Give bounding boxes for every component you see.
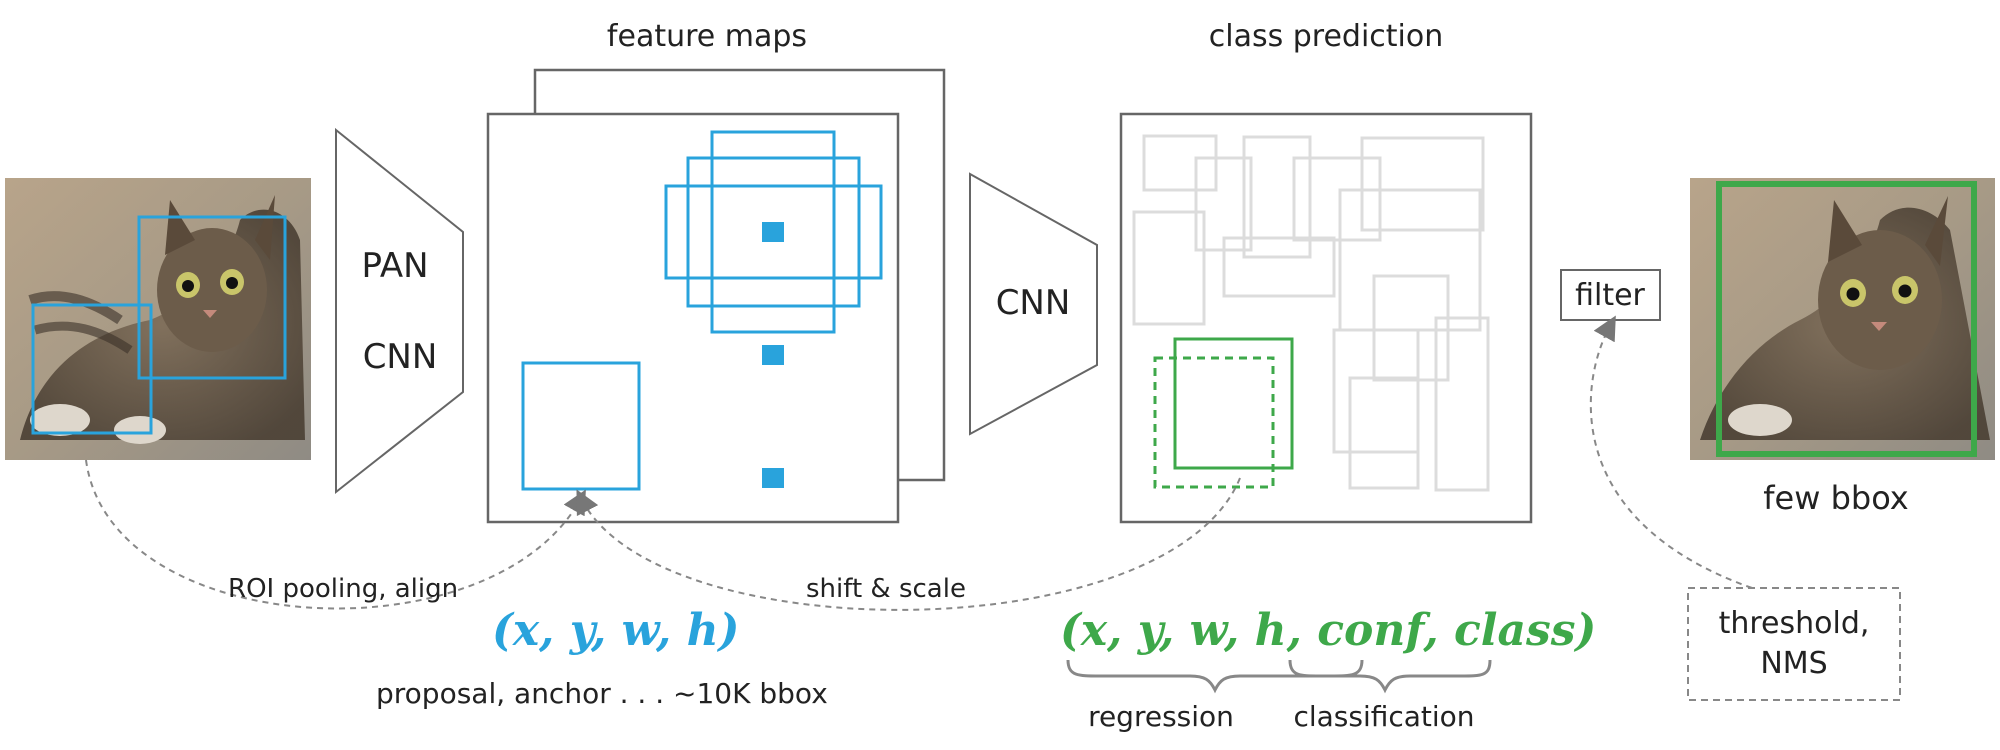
blue-formula: (x, y, w, h) — [492, 605, 739, 656]
cnn-mid-block — [969, 172, 1098, 436]
input-cat-image — [5, 178, 311, 460]
pan-label: PAN — [361, 246, 428, 286]
threshold-label: threshold, — [1719, 606, 1870, 641]
feature-map-front — [486, 112, 900, 524]
regression-label: regression — [1088, 700, 1234, 733]
classification-brace — [1288, 659, 1492, 694]
nms-label: NMS — [1760, 646, 1827, 681]
candidate-boxes — [1132, 134, 1490, 492]
filter-box — [1560, 269, 1661, 321]
shift-scale-arrow — [576, 477, 1241, 611]
cnn-left-label: CNN — [363, 337, 438, 377]
class-prediction-title: class prediction — [1209, 19, 1444, 54]
output-cat-image — [1690, 178, 1995, 460]
cnn-mid-label: CNN — [996, 283, 1071, 323]
threshold-nms-box — [1687, 587, 1901, 701]
feature-maps-title: feature maps — [607, 19, 807, 54]
filter-label: filter — [1575, 278, 1645, 313]
input-paw-bbox — [31, 303, 153, 435]
filter-arrow — [1589, 315, 1753, 589]
predicted-bbox — [1173, 337, 1294, 470]
few-bbox-label: few bbox — [1763, 479, 1908, 517]
roi-arrow — [85, 459, 586, 610]
anchor-center-3 — [762, 468, 784, 488]
shift-scale-label: shift & scale — [806, 574, 966, 604]
anchor-boxes — [664, 130, 883, 334]
pan-cnn-block — [335, 127, 464, 495]
anchor-center-2 — [762, 345, 784, 365]
roi-label: ROI pooling, align — [228, 574, 458, 604]
proposal-box — [521, 361, 641, 491]
predicted-bbox-dashed — [1153, 356, 1275, 489]
output-bbox — [1716, 181, 1977, 457]
anchor-center-1 — [762, 222, 784, 242]
classification-label: classification — [1293, 700, 1474, 733]
input-face-bbox — [137, 215, 287, 380]
green-formula: (x, y, w, h, conf, class) — [1060, 605, 1596, 656]
proposal-label: proposal, anchor . . . ~10K bbox — [376, 677, 828, 710]
